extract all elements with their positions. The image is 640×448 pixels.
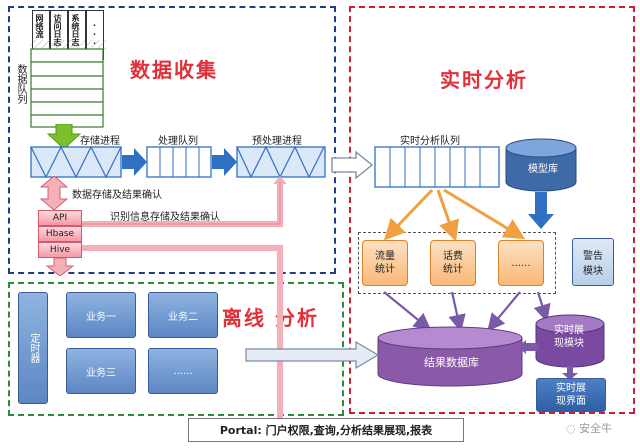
model-db-label: 模型库 xyxy=(528,164,558,175)
data-collection-title: 数据收集 xyxy=(130,58,218,82)
alert-module-label: 警告 模块 xyxy=(583,251,603,277)
biz3-box: 业务三 xyxy=(66,348,136,394)
more-stats-box: ...... xyxy=(498,240,544,286)
wechat-icon: ◌ xyxy=(566,422,576,435)
data-queue-label: 数据队列 xyxy=(15,64,26,104)
db-to-display-arrow xyxy=(518,340,538,354)
data-collection-region xyxy=(8,6,336,274)
display-ui-box: 实时展 现界面 xyxy=(536,378,606,412)
source-label: 系统日志 xyxy=(71,14,80,46)
hbase-label: Hbase xyxy=(45,229,75,239)
model-db-cylinder xyxy=(505,138,577,192)
biz2-box: 业务二 xyxy=(148,292,218,338)
api-box: API xyxy=(38,210,82,226)
fee-stats-label: 话费 统计 xyxy=(443,251,463,275)
model-db-arrow xyxy=(528,192,554,229)
result-db-label: 结果数据库 xyxy=(424,356,479,369)
biz-more-label: ...... xyxy=(173,365,193,377)
storage-process-bar xyxy=(30,146,122,179)
processing-queue-bar xyxy=(146,146,212,178)
hive-box: Hive xyxy=(38,242,82,258)
realtime-analysis-title: 实时分析 xyxy=(440,68,528,92)
realtime-analysis-region xyxy=(349,6,635,414)
blue-arrow-1 xyxy=(122,148,147,176)
preprocess-process-bar xyxy=(236,146,326,179)
display-ui-label: 实时展 现界面 xyxy=(556,383,586,407)
hive-label: Hive xyxy=(49,245,71,255)
pink-connectors xyxy=(82,176,287,422)
biz1-box: 业务一 xyxy=(66,292,136,338)
processing-queue-label: 处理队列 xyxy=(158,136,198,147)
purple-arrows xyxy=(383,291,551,333)
watermark-label: 安全牛 xyxy=(579,422,613,435)
traffic-stats-box: 流量 统计 xyxy=(362,240,408,286)
realtime-queue-bar xyxy=(374,146,500,188)
display-down-arrow xyxy=(562,366,578,380)
offline-to-db-arrow xyxy=(245,340,380,370)
green-down-arrow xyxy=(46,124,82,150)
traffic-stats-label: 流量 统计 xyxy=(375,251,395,275)
result-db-cylinder xyxy=(377,326,523,387)
store-confirm-arrow xyxy=(40,176,68,210)
biz-more-box: ...... xyxy=(148,348,218,394)
orange-fanout-arrows xyxy=(383,188,526,242)
data-queue xyxy=(30,48,104,128)
timer-label: 定时器 xyxy=(28,333,39,363)
biz2-label: 业务二 xyxy=(168,311,198,323)
realtime-queue-label: 实时分析队列 xyxy=(400,136,460,147)
blue-arrow-2 xyxy=(212,148,237,176)
api-label: API xyxy=(52,213,68,223)
display-module-cylinder xyxy=(535,314,605,368)
portal-bar: Portal: 门户权限,查询,分析结果展现,报表 xyxy=(188,418,464,442)
display-module-label: 实时展 现模块 xyxy=(554,325,584,349)
storage-process-label: 存储进程 xyxy=(80,136,120,147)
more-stats-label: ...... xyxy=(511,257,531,269)
preprocess-process-label: 预处理进程 xyxy=(252,136,302,147)
biz1-label: 业务一 xyxy=(86,311,116,323)
watermark: ◌ 安全牛 xyxy=(566,420,612,436)
source-label: ... xyxy=(90,19,99,46)
portal-label: Portal: 门户权限,查询,分析结果展现,报表 xyxy=(219,424,433,437)
hbase-box: Hbase xyxy=(38,226,82,242)
source-label: 访问日志 xyxy=(53,14,62,46)
fee-stats-box: 话费 统计 xyxy=(430,240,476,286)
offline-analysis-title: 离线 分析 xyxy=(222,306,319,330)
timer-box: 定时器 xyxy=(18,292,48,404)
hive-down-arrow xyxy=(46,258,74,276)
alert-module-box: 警告 模块 xyxy=(572,238,614,286)
source-label: 网络流 xyxy=(35,14,44,38)
hollow-arrow-to-realtime xyxy=(331,150,374,180)
identify-confirm-label: 识别信息存储及结果确认 xyxy=(110,212,220,223)
store-confirm-label: 数据存储及结果确认 xyxy=(72,190,162,201)
biz3-label: 业务三 xyxy=(86,367,116,379)
hatch-overlay xyxy=(30,40,106,50)
